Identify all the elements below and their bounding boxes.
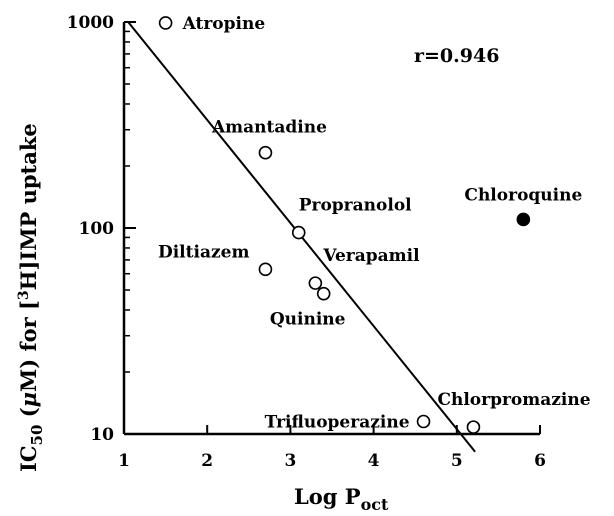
- y-title-mid: M) for [: [16, 300, 41, 392]
- point-label-diltiazem: Diltiazem: [158, 242, 249, 262]
- correlation-annotation: r=0.946: [414, 45, 499, 67]
- x-ticks: 1 2 3 4 5 6: [118, 425, 546, 471]
- y-title-sub50: 50: [28, 425, 46, 446]
- y-ticks: 10 100 1000: [67, 13, 136, 445]
- point-label-chloroquine: Chloroquine: [464, 185, 582, 205]
- data-point-verapamil: [308, 276, 323, 290]
- x-tick-label: 4: [368, 451, 380, 471]
- y-title-ic: IC: [16, 445, 41, 472]
- point-label-quinine: Quinine: [270, 310, 346, 330]
- x-axis-title: Log Poct: [294, 484, 389, 514]
- point-label-propranolol: Propranolol: [299, 196, 412, 216]
- y-tick-label: 100: [79, 219, 115, 239]
- point-label-trifluoperazine: Trifluoperazine: [265, 412, 410, 432]
- data-points: [158, 16, 531, 434]
- data-point-chlorpromazine: [466, 420, 481, 434]
- data-point-atropine: [158, 16, 173, 30]
- y-title-end: H]IMP uptake: [16, 123, 41, 290]
- point-label-amantadine: Amantadine: [211, 118, 327, 138]
- y-title-mu: μ: [16, 392, 41, 407]
- data-point-amantadine: [258, 145, 273, 160]
- y-tick-label: 1000: [67, 13, 114, 33]
- x-axis-title-main: Log P: [294, 484, 361, 509]
- x-tick-label: 3: [284, 451, 296, 471]
- point-label-atropine: Atropine: [182, 14, 266, 34]
- x-axis-title-sub: oct: [361, 495, 389, 514]
- data-point-chloroquine: [516, 212, 531, 227]
- x-tick-label: 1: [118, 451, 130, 471]
- data-point-quinine: [316, 286, 331, 301]
- y-title-sup3: 3: [16, 290, 32, 300]
- data-point-diltiazem: [258, 262, 273, 277]
- y-title-paren: (: [16, 407, 41, 424]
- point-label-verapamil: Verapamil: [322, 246, 420, 266]
- x-tick-label: 5: [451, 451, 463, 471]
- y-tick-label: 10: [90, 425, 114, 445]
- y-minor-ticks: [124, 30, 130, 373]
- point-label-chlorpromazine: Chlorpromazine: [437, 390, 590, 410]
- x-tick-label: 6: [534, 451, 546, 471]
- y-axis-title: IC50 (μM) for [3H]IMP uptake: [16, 123, 46, 472]
- data-point-trifluoperazine: [416, 414, 431, 429]
- x-tick-label: 2: [201, 451, 213, 471]
- data-point-propranolol: [291, 225, 306, 240]
